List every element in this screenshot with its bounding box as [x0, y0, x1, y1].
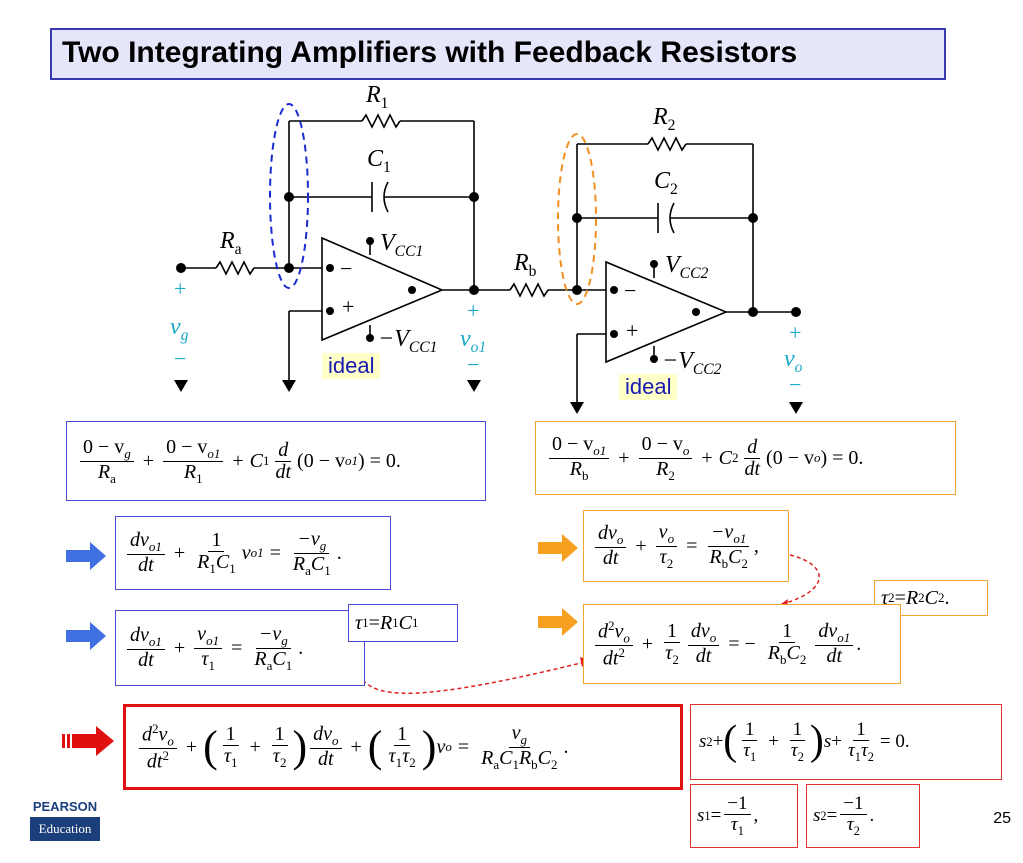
- label-opamp1-plus: +: [342, 294, 355, 319]
- ground-arrow-2: [570, 402, 584, 414]
- arrow-red: [62, 726, 114, 756]
- label-neg-vcc2: −VCC2: [662, 348, 722, 378]
- resistor-rb: [509, 282, 549, 298]
- label-opamp2-plus: +: [626, 318, 639, 343]
- label-vcc2: VCC2: [665, 252, 709, 282]
- label-r2: R2: [653, 104, 676, 134]
- label-vo1: vo1: [460, 326, 487, 356]
- ground-arrow-1: [282, 380, 296, 392]
- label-vo-plus: +: [789, 320, 802, 345]
- node-inv2: [572, 285, 582, 295]
- node-opamp1-out: [408, 286, 416, 294]
- label-c2: C2: [654, 168, 678, 198]
- arrow-blue-2: [66, 622, 106, 650]
- label-vcc1: VCC1: [380, 230, 424, 260]
- node-vcc2: [650, 260, 658, 268]
- resistor-ra: [215, 260, 255, 276]
- title-box: Two Integrating Amplifiers with Feedback…: [50, 28, 946, 80]
- arrow-orange-2: [538, 608, 578, 636]
- resistor-r1: [361, 113, 401, 129]
- label-vo1-plus: +: [467, 298, 480, 323]
- label-c1: C1: [367, 146, 391, 176]
- node-inv1: [284, 263, 294, 273]
- node-opamp2-out: [692, 308, 700, 316]
- arrow-blue-1: [66, 542, 106, 570]
- node-out1: [469, 285, 479, 295]
- node-negvcc2: [650, 355, 658, 363]
- logo-bottom-text: Education: [30, 817, 100, 841]
- node-opamp1-noninv: [326, 307, 334, 315]
- label-vg: vg: [170, 314, 189, 344]
- arrow-orange-1: [538, 534, 578, 562]
- page-number: 25: [993, 810, 1011, 827]
- node-vcc1: [366, 237, 374, 245]
- label-rb: Rb: [514, 250, 537, 280]
- dashed-arrow-1: [782, 554, 820, 605]
- label-opamp2-minus: −: [624, 278, 637, 303]
- node-c1-left: [284, 192, 294, 202]
- circuit-diagram: [174, 103, 803, 414]
- node-opamp2-noninv: [610, 330, 618, 338]
- label-vo: vo: [784, 346, 803, 376]
- label-ra: Ra: [220, 228, 242, 258]
- opamp-1: [321, 236, 445, 342]
- slide-title: Two Integrating Amplifiers with Feedback…: [62, 36, 798, 69]
- pearson-logo: PEARSON Education: [30, 797, 100, 843]
- vo-minus-arrow: [789, 402, 803, 414]
- vg-minus-arrow: [174, 380, 188, 392]
- node-c2-left: [572, 213, 582, 223]
- resistor-r2: [647, 136, 687, 152]
- ideal-label-2: ideal: [619, 374, 678, 400]
- label-vo-minus: −: [789, 372, 802, 397]
- node-c1-right: [469, 192, 479, 202]
- label-r1: R1: [366, 82, 389, 112]
- vo1-minus-arrow: [467, 380, 481, 392]
- node-negvcc1: [366, 334, 374, 342]
- logo-top-text: PEARSON: [32, 799, 98, 814]
- node-opamp2-inv: [610, 286, 618, 294]
- label-vo1-minus: −: [467, 352, 480, 377]
- label-opamp1-minus: −: [340, 256, 353, 281]
- dashed-arrow-2: [362, 661, 586, 695]
- label-vg-plus: +: [174, 276, 187, 301]
- label-neg-vcc1: −VCC1: [378, 326, 438, 356]
- node-opamp1-inv: [326, 264, 334, 272]
- highlight-ellipse-orange: [557, 133, 597, 305]
- node-out2: [748, 307, 758, 317]
- node-vo: [791, 307, 801, 317]
- highlight-ellipse-blue: [269, 103, 309, 289]
- node-c2-right: [748, 213, 758, 223]
- node-vg: [176, 263, 186, 273]
- label-vg-minus: −: [174, 346, 187, 371]
- opamp-2: [605, 260, 729, 364]
- ideal-label-1: ideal: [322, 353, 381, 379]
